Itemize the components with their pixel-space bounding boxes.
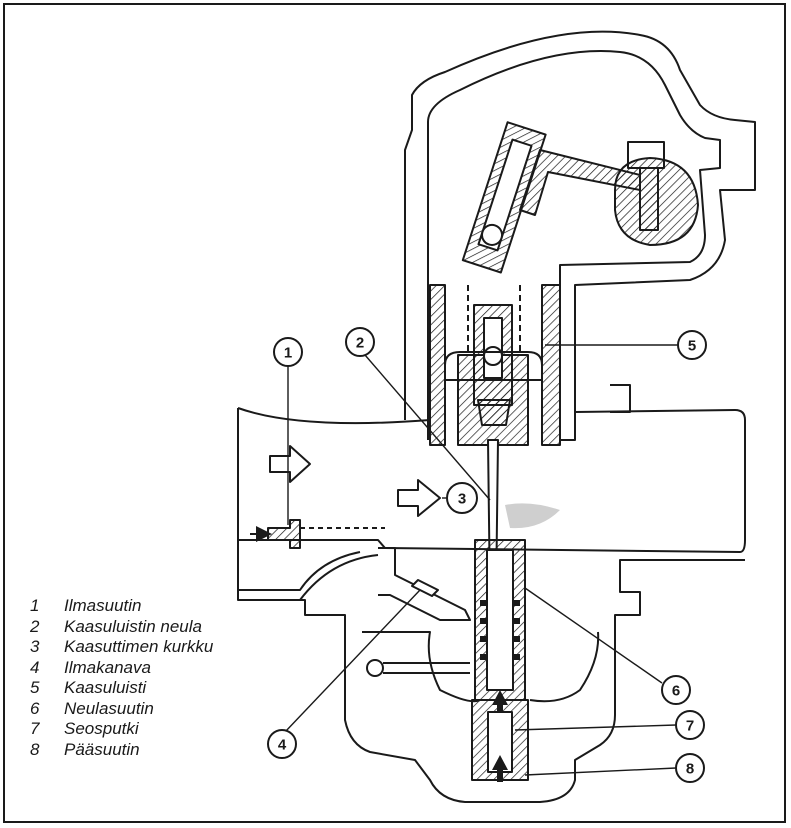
leader-2 — [364, 354, 491, 501]
slide-housing-right — [541, 284, 561, 446]
legend-number: 4 — [30, 657, 40, 677]
emulsion-holes — [480, 600, 520, 660]
legend-label: Kaasuluistin neula — [64, 616, 202, 636]
callout-5-label: 5 — [688, 338, 696, 355]
intake-arrow — [269, 445, 311, 483]
callout-7-label: 7 — [686, 718, 694, 735]
air-jet-pilot — [267, 519, 301, 549]
callout-5: 5 — [677, 330, 707, 360]
venturi-bump — [610, 384, 631, 413]
legend-item: 1 Ilmasuutin — [30, 596, 213, 617]
float-dome — [299, 554, 379, 601]
leader-7 — [514, 724, 677, 731]
venturi-side-bottom — [237, 540, 361, 591]
callout-4-label: 4 — [278, 737, 287, 754]
needle-jet-bore — [486, 549, 514, 691]
callout-2: 2 — [345, 327, 375, 357]
callout-3-label: 3 — [458, 491, 466, 508]
legend-item: 6 Neulasuutin — [30, 699, 213, 720]
float-pivot — [366, 659, 384, 677]
venturi-arrow — [397, 479, 441, 517]
legend-label: Ilmakanava — [64, 657, 151, 677]
legend-label: Ilmasuutin — [64, 596, 142, 615]
slide-shoulder — [444, 351, 543, 381]
slide-travel-guides — [467, 285, 521, 355]
needle-clip — [477, 399, 511, 426]
callout-1: 1 — [273, 337, 303, 367]
callout-7: 7 — [675, 710, 705, 740]
callout-3: 3 — [446, 482, 478, 514]
legend-label: Pääsuutin — [64, 739, 140, 759]
legend-label: Kaasuluisti — [64, 678, 147, 697]
venturi-bore — [237, 407, 746, 553]
legend-number: 5 — [30, 678, 40, 697]
fuel-arrow-lower — [492, 755, 508, 782]
leader-8 — [524, 767, 677, 776]
callout-6-label: 6 — [672, 683, 680, 700]
legend: 1 Ilmasuutin 2 Kaasuluistin neula 3 Kaas… — [30, 596, 213, 760]
legend-item: 3 Kaasuttimen kurkku — [30, 637, 213, 658]
legend-label: Neulasuutin — [64, 698, 154, 718]
diagram-frame — [3, 3, 786, 823]
leader-4 — [284, 589, 421, 733]
legend-label: Kaasuttimen kurkku — [64, 637, 214, 656]
slide-raised — [461, 121, 547, 274]
legend-label: Seosputki — [64, 719, 139, 738]
legend-number: 6 — [30, 698, 40, 718]
callout-8: 8 — [675, 753, 705, 783]
callout-1-label: 1 — [284, 345, 292, 362]
callout-2-label: 2 — [356, 335, 364, 352]
air-channel-arrow — [411, 579, 439, 597]
callout-6: 6 — [661, 675, 691, 705]
legend-number: 7 — [30, 719, 40, 738]
callout-4: 4 — [267, 729, 297, 759]
legend-item: 7 Seosputki — [30, 719, 213, 740]
slide-ball — [483, 346, 503, 366]
fuel-spray — [505, 503, 560, 529]
leader-6 — [524, 587, 663, 684]
legend-number: 1 — [30, 596, 40, 615]
float-arm — [383, 662, 470, 674]
legend-number: 2 — [30, 616, 40, 636]
legend-item: 2 Kaasuluistin neula — [30, 617, 213, 638]
air-channel — [378, 547, 471, 621]
float-bowl — [237, 559, 745, 803]
legend-number: 8 — [30, 739, 40, 759]
legend-item: 4 Ilmakanava — [30, 658, 213, 679]
air-jet-passage — [300, 527, 385, 541]
upper-housing — [404, 30, 756, 441]
legend-number: 3 — [30, 637, 40, 656]
legend-item: 5 Kaasuluisti — [30, 678, 213, 699]
legend-item: 8 Pääsuutin — [30, 740, 213, 761]
callout-8-label: 8 — [686, 761, 694, 778]
slide-housing-left — [429, 284, 446, 446]
